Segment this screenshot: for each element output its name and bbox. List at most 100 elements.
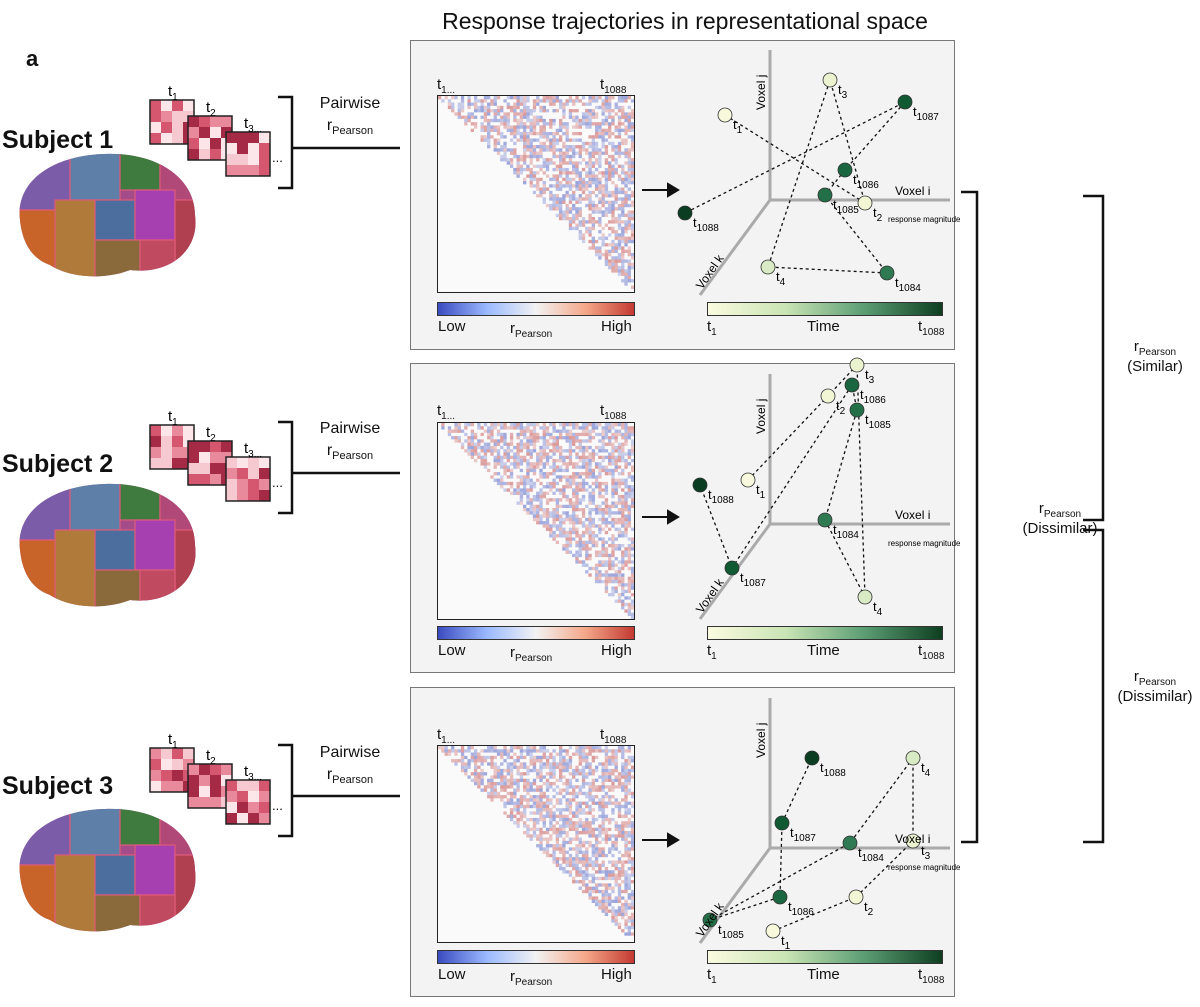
timebar-2-end: t1088 [918, 642, 945, 662]
trajectory-point [740, 472, 756, 488]
colorbar-1-r: rPearson [510, 320, 553, 340]
trajectory-point-label: t1084 [895, 275, 921, 294]
pairwise-label-3: Pairwise rPearson [319, 744, 381, 787]
timebar-1-end: t1088 [918, 318, 945, 338]
timebar-1-label: Time [807, 318, 840, 335]
pairwise-label-1: Pairwise rPearson [319, 95, 381, 138]
svg-text:Voxel j: Voxel j [754, 75, 768, 110]
trajectory-point [702, 912, 718, 928]
panel-letter-a: a [26, 46, 39, 71]
trajectory-point-label: t1 [733, 117, 743, 136]
colorbar-3-r: rPearson [510, 968, 553, 988]
trajectory-point [857, 589, 873, 605]
brain-illustration-2 [19, 483, 196, 607]
comparison-brackets [961, 190, 1105, 844]
time-colorbar-1 [707, 302, 943, 316]
trajectory-point [879, 265, 895, 281]
timebar-3-start: t1 [707, 966, 717, 986]
matrix-3-start-label: t1... [437, 726, 456, 746]
svg-text:response magnitude: response magnitude [888, 863, 960, 872]
timepoint-matrix-stacks: t1t2t3......t1t2t3......t1t2t3...... [149, 83, 400, 838]
trajectory-point [822, 72, 838, 88]
svg-text:Voxel k: Voxel k [693, 251, 727, 292]
figure-title: Response trajectories in representationa… [442, 8, 928, 34]
pearson-colorbar-3 [437, 950, 635, 964]
trajectory-point [848, 889, 864, 905]
trajectory-point-label: t2 [864, 899, 874, 918]
trajectory-point [905, 750, 921, 766]
timebar-3-label: Time [807, 966, 840, 983]
timepoint-label: t2 [206, 747, 216, 767]
trajectory-point [849, 402, 865, 418]
trajectory-point [857, 195, 873, 211]
trajectory-point-label: t1088 [693, 215, 719, 234]
pearson-colorbar-2 [437, 626, 635, 640]
trajectory-point [897, 94, 913, 110]
trajectory-point [817, 512, 833, 528]
correlation-matrix-2 [437, 422, 635, 620]
colorbar-2-low: Low [438, 642, 466, 659]
svg-text:Voxel k: Voxel k [693, 575, 727, 616]
timepoint-label: t1 [168, 731, 178, 751]
matrix-3-end-label: t1088 [600, 726, 627, 746]
colorbar-2-r: rPearson [510, 644, 553, 664]
timepoint-label: t2 [206, 99, 216, 119]
trajectory-point [844, 377, 860, 393]
subject-3-label: Subject 3 [2, 772, 114, 800]
trajectory-point [837, 162, 853, 178]
timepoint-label: t2 [206, 424, 216, 444]
matrix-2-end-label: t1088 [600, 402, 627, 422]
trajectory-point [677, 205, 693, 221]
trajectory-point [760, 259, 776, 275]
matrix-1-start-label: t1... [437, 76, 456, 96]
trajectory-point-label: t3 [921, 843, 931, 862]
timebar-3-end: t1088 [918, 966, 945, 986]
colorbar-1-high: High [601, 318, 632, 335]
trajectory-point-label: t4 [921, 760, 931, 779]
correlation-matrix-3 [437, 745, 635, 943]
svg-text:Voxel j: Voxel j [754, 723, 768, 758]
trajectory-point-label: t1088 [820, 760, 846, 779]
timebar-1-start: t1 [707, 318, 717, 338]
trajectory-point-label: t3 [865, 367, 875, 386]
matrix-2-start-label: t1... [437, 402, 456, 422]
trajectory-point [905, 833, 921, 849]
colorbar-3-high: High [601, 966, 632, 983]
dissimilar-label-main: rPearson (Dissimilar) [1022, 500, 1098, 537]
pairwise-label-2: Pairwise rPearson [319, 420, 381, 463]
trajectory-point [774, 815, 790, 831]
dissimilar-label-2: rPearson (Dissimilar) [1117, 668, 1193, 705]
trajectory-point-label: t1087 [913, 104, 939, 123]
svg-text:...: ... [272, 798, 283, 813]
svg-text:Voxel j: Voxel j [754, 399, 768, 434]
similar-label: rPearson (Similar) [1127, 338, 1183, 375]
svg-text:response magnitude: response magnitude [888, 539, 960, 548]
trajectory-point-label: t1086 [860, 387, 886, 406]
trajectory-point-label: t1 [756, 482, 766, 501]
svg-text:response magnitude: response magnitude [888, 215, 960, 224]
colorbar-2-high: High [601, 642, 632, 659]
trajectory-point [804, 750, 820, 766]
svg-text:Voxel i: Voxel i [895, 508, 930, 522]
matrix-1-end-label: t1088 [600, 76, 627, 96]
time-colorbar-2 [707, 626, 943, 640]
pearson-colorbar-1 [437, 302, 635, 316]
timepoint-label: t1 [168, 83, 178, 103]
trajectory-point-label: t1087 [790, 825, 816, 844]
trajectory-point-label: t1 [781, 933, 791, 952]
trajectory-point-label: t3 [838, 82, 848, 101]
timepoint-label: t1 [168, 408, 178, 428]
trajectory-point [820, 388, 836, 404]
trajectory-point-label: t4 [776, 269, 786, 288]
svg-text:...: ... [272, 150, 283, 165]
svg-text:Voxel i: Voxel i [895, 832, 930, 846]
correlation-matrix-1 [437, 95, 635, 293]
trajectory-point [849, 357, 865, 373]
trajectory-point-label: t1085 [718, 922, 744, 941]
trajectory-point-label: t2 [836, 398, 846, 417]
trajectory-point-label: t2 [873, 205, 883, 224]
trajectory-point [724, 560, 740, 576]
trajectory-point [772, 889, 788, 905]
timebar-2-label: Time [807, 642, 840, 659]
